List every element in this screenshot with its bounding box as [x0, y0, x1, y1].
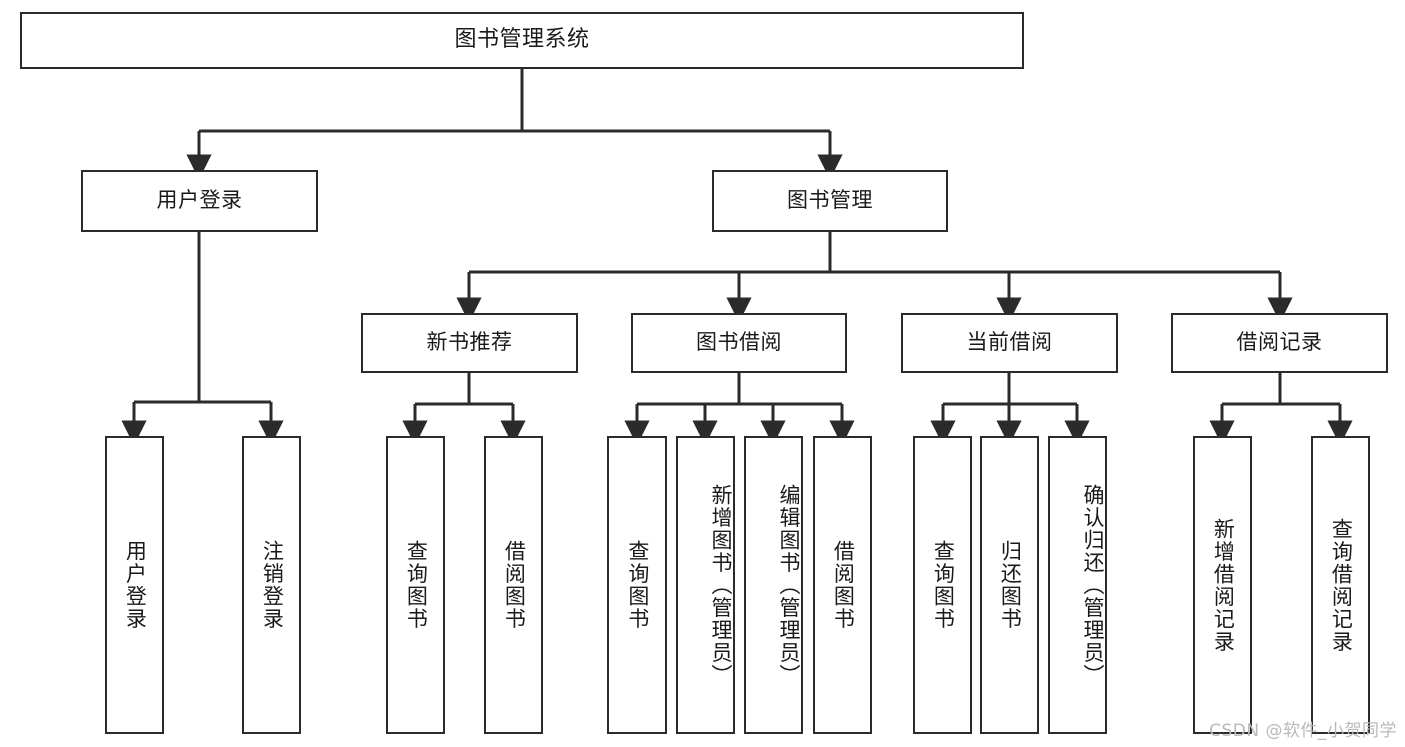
node-current-borrow[interactable]: 当前借阅 — [901, 313, 1118, 373]
node-book-borrow[interactable]: 图书借阅 — [631, 313, 847, 373]
node-label: 当前借阅 — [966, 330, 1053, 355]
leaf-borrow-edit-book[interactable]: 编辑图书（管理员） — [744, 436, 803, 734]
leaf-recommend-borrow-book[interactable]: 借阅图书 — [484, 436, 543, 734]
leaf-recommend-query-book[interactable]: 查询图书 — [386, 436, 445, 734]
leaf-user-login-login[interactable]: 用户登录 — [105, 436, 164, 734]
node-borrow-records[interactable]: 借阅记录 — [1171, 313, 1388, 373]
leaf-current-query-book[interactable]: 查询图书 — [913, 436, 972, 734]
node-label: 查询借阅记录 — [1329, 517, 1354, 653]
node-label: 查询图书 — [625, 540, 650, 630]
node-label: 归还图书 — [998, 540, 1023, 630]
node-label: 确认归还（管理员） — [1081, 483, 1105, 687]
leaf-current-confirm-return[interactable]: 确认归还（管理员） — [1048, 436, 1107, 734]
node-label: 图书管理 — [787, 188, 873, 213]
node-label: 查询图书 — [404, 540, 429, 630]
node-label: 新书推荐 — [426, 330, 513, 355]
node-label: 借阅记录 — [1236, 330, 1323, 355]
node-label: 图书借阅 — [696, 330, 782, 355]
node-label: 图书管理系统 — [454, 27, 590, 53]
leaf-user-login-logout[interactable]: 注销登录 — [242, 436, 301, 734]
node-new-book-recommend[interactable]: 新书推荐 — [361, 313, 578, 373]
leaf-records-query-record[interactable]: 查询借阅记录 — [1311, 436, 1370, 734]
node-label: 编辑图书（管理员） — [777, 483, 801, 687]
node-label: 新增借阅记录 — [1211, 517, 1236, 653]
node-user-login[interactable]: 用户登录 — [81, 170, 318, 232]
leaf-borrow-borrow-book[interactable]: 借阅图书 — [813, 436, 872, 734]
node-root-system[interactable]: 图书管理系统 — [20, 12, 1024, 69]
leaf-records-add-record[interactable]: 新增借阅记录 — [1193, 436, 1252, 734]
leaf-borrow-add-book[interactable]: 新增图书（管理员） — [676, 436, 735, 734]
node-label: 用户登录 — [156, 188, 243, 213]
node-label: 新增图书（管理员） — [709, 483, 733, 687]
node-book-management[interactable]: 图书管理 — [712, 170, 948, 232]
node-label: 借阅图书 — [831, 540, 856, 630]
node-label: 注销登录 — [260, 540, 285, 630]
leaf-current-return-book[interactable]: 归还图书 — [980, 436, 1039, 734]
leaf-borrow-query-book[interactable]: 查询图书 — [607, 436, 667, 734]
node-label: 借阅图书 — [502, 540, 527, 630]
csdn-watermark: CSDN @软件_小贺同学 — [1209, 721, 1397, 741]
node-label: 用户登录 — [123, 540, 148, 630]
node-label: 查询图书 — [931, 540, 956, 630]
